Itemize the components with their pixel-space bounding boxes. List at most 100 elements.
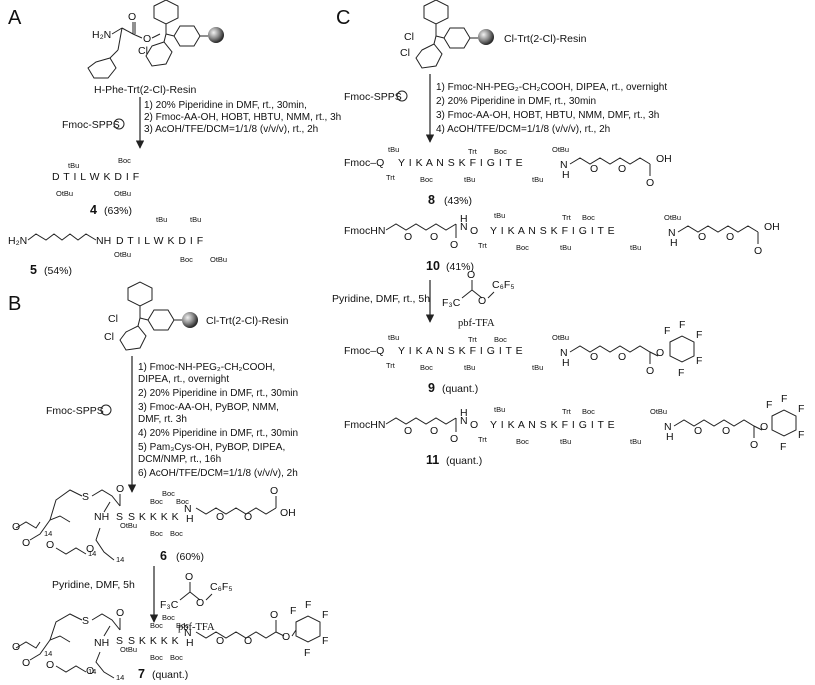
fluoro: F (780, 441, 786, 453)
conditions-a: 1) 20% Piperidine in DMF, rt., 30min, 2)… (144, 100, 341, 135)
amide-o: O (86, 665, 94, 677)
pg-boc: Boc (150, 621, 163, 630)
pg-otbu: OtBu (210, 255, 227, 264)
ester-o: O (478, 295, 486, 307)
pg-tbu: tBu (190, 215, 201, 224)
fmoc-spps-label-b: Fmoc-SPPS (46, 405, 104, 417)
conditions-c: 1) Fmoc-NH-PEG₂-CH₂COOH, DIPEA, rt., ove… (436, 82, 667, 135)
pg-tbu: tBu (560, 243, 571, 252)
compound-yield-4: (63%) (104, 205, 132, 217)
panel-label-c: C (336, 7, 350, 29)
pg-boc: Boc (150, 497, 163, 506)
pg-trt: Trt (386, 361, 396, 370)
sequence-5: D T I L W K D I F (116, 235, 204, 247)
fluoro: F (781, 393, 787, 405)
cond-a-3: 3) AcOH/TFE/DCM=1/1/8 (v/v/v), rt., 2h (144, 124, 318, 135)
cond-c-2: 2) 20% Piperidine in DMF, rt., 30min (436, 96, 596, 107)
compound-number-6: 6 (160, 549, 167, 563)
cond-b-7: 5) Pam₃Cys-OH, PyBOP, DIPEA, (138, 442, 285, 453)
compound-yield-10: (41%) (446, 261, 474, 273)
fluoro: F (678, 367, 684, 379)
ester-o: O (143, 33, 151, 45)
cycle-icon (396, 90, 408, 102)
ester-o: O (196, 597, 204, 609)
pg-tbu: tBu (464, 175, 475, 184)
glu-q: O (470, 419, 478, 431)
glu-q: O (470, 225, 478, 237)
pg-boc: Boc (150, 529, 163, 538)
cycle-icon (100, 404, 112, 416)
pg-boc: Boc (162, 613, 175, 622)
chain-length: 14 (88, 549, 96, 558)
cond-b-9: 6) AcOH/TFE/DCM=1/1/8 (v/v/v), 2h (138, 468, 298, 479)
h2n-label-5: H₂N (8, 235, 27, 247)
pg-otbu: OtBu (120, 645, 137, 654)
pg-otbu: OtBu (552, 145, 569, 154)
pg-boc: Boc (516, 437, 529, 446)
cond-b-5: DMF, rt. 3h (138, 414, 187, 425)
cond-b-2: DIPEA, rt., overnight (138, 374, 229, 385)
fmochn-label: FmocHN (344, 419, 385, 431)
compound-number-11: 11 (426, 453, 439, 467)
chloro-label: Cl (138, 45, 148, 57)
carbonyl-o: O (450, 433, 458, 445)
chain-length: 14 (44, 529, 52, 538)
pg-tbu: tBu (560, 437, 571, 446)
cycle-icon (113, 118, 125, 130)
pg-boc: Boc (582, 213, 595, 222)
sequence-9: Y I K A N S K F I G I T E (398, 345, 523, 357)
fluoro: F (305, 599, 311, 611)
peg-o: O (216, 635, 224, 647)
chain-length: 14 (116, 673, 124, 682)
compound-yield-9: (quant.) (442, 383, 478, 395)
carbonyl-o: O (128, 11, 136, 23)
sequence-11: Y I K A N S K F I G I T E (490, 419, 615, 431)
peg-h: H (186, 513, 194, 525)
carbonyl-o: O (270, 609, 278, 621)
fluoro: F (798, 429, 804, 441)
carbonyl-o: O (270, 485, 278, 497)
compound-yield-11: (quant.) (446, 455, 482, 467)
pg-boc: Boc (420, 363, 433, 372)
peg-n: N (560, 159, 568, 171)
carbonyl-o: O (646, 177, 654, 189)
ester-o: O (46, 539, 54, 551)
fluoro: F (322, 635, 328, 647)
compound-yield-6: (60%) (176, 551, 204, 563)
cond-b-4: 3) Fmoc-AA-OH, PyBOP, NMM, (138, 402, 279, 413)
pg-otbu: OtBu (114, 189, 131, 198)
resin-bead (478, 29, 494, 45)
ester-o: O (656, 347, 664, 359)
cond-c-1: 1) Fmoc-NH-PEG₂-CH₂COOH, DIPEA, rt., ove… (436, 82, 667, 93)
ester-o: O (12, 521, 20, 533)
ester-o: O (22, 537, 30, 549)
phe-trt-resin-structure: H₂N O O Cl (87, 0, 224, 79)
peg-o: O (404, 425, 412, 437)
pg-trt: Trt (478, 435, 488, 444)
pg-boc: Boc (162, 489, 175, 498)
amide-o: O (86, 543, 94, 555)
peg-o: O (244, 511, 252, 523)
pg-tbu: tBu (388, 333, 399, 342)
fluoro: F (304, 647, 310, 659)
fluoro: F (766, 399, 772, 411)
carbonyl-o: O (116, 607, 124, 619)
chloro-label: Cl (404, 31, 414, 43)
pg-trt: Trt (468, 335, 478, 344)
phe-resin-label: H-Phe-Trt(2-Cl)-Resin (94, 84, 196, 96)
f3c-label: F₃C (442, 297, 461, 309)
fluoro: F (322, 609, 328, 621)
peg-o: O (722, 425, 730, 437)
chain-length: 14 (44, 649, 52, 658)
pg-boc: Boc (516, 243, 529, 252)
pg-boc: Boc (176, 497, 189, 506)
pg-boc: Boc (170, 653, 183, 662)
pg-boc: Boc (180, 255, 193, 264)
compound-10: FmocHN O O O N H O Trt tBu Y I K A N S K… (344, 211, 780, 257)
pg-boc: Boc (150, 653, 163, 662)
f3c-label: F₃C (160, 599, 179, 611)
compound-8: Fmoc–Q tBu Trt Y I K A N S K F I G I T E… (344, 145, 672, 189)
peg-n: N (184, 627, 192, 639)
resin-bead (208, 27, 224, 43)
chloro-label: Cl (108, 313, 118, 325)
